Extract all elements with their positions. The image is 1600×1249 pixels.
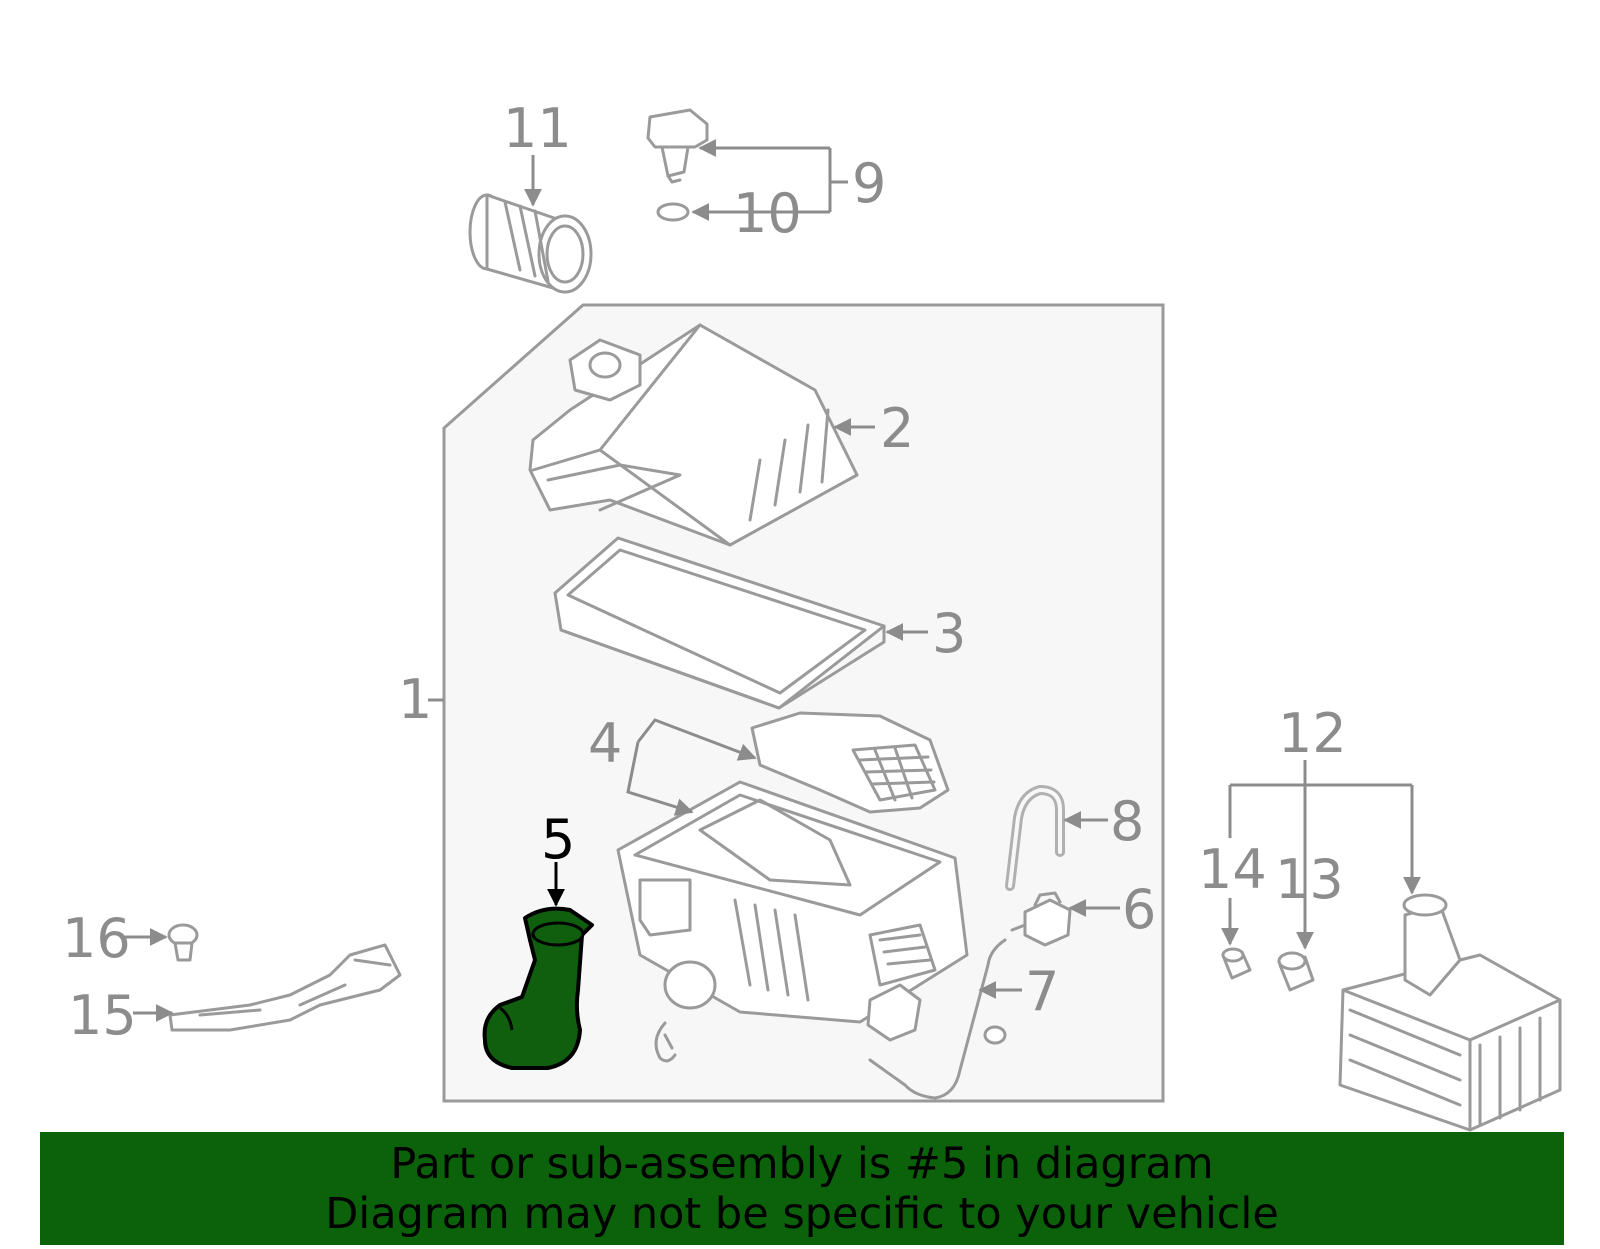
callout-12: 12 <box>1278 702 1347 765</box>
callout-5: 5 <box>541 808 575 871</box>
part-11-drawing <box>468 193 593 294</box>
part-10-drawing <box>656 202 690 222</box>
part-12-drawing <box>1338 893 1562 1132</box>
part-16-drawing <box>167 923 199 962</box>
part-3-drawing <box>553 536 886 710</box>
part-2-drawing <box>528 323 859 547</box>
callout-6: 6 <box>1122 878 1156 941</box>
clip-drawing <box>654 1021 677 1063</box>
callout-14: 14 <box>1198 838 1267 901</box>
part-9-drawing <box>646 108 709 184</box>
part-15-drawing <box>168 943 402 1032</box>
callout-9: 9 <box>852 152 886 215</box>
callout-1: 1 <box>398 668 432 731</box>
callout-7: 7 <box>1025 960 1059 1023</box>
callout-16: 16 <box>62 907 131 970</box>
callout-13: 13 <box>1275 848 1344 911</box>
callout-2: 2 <box>880 397 914 460</box>
banner-line-part: Part or sub-assembly is #5 in diagram <box>390 1138 1214 1189</box>
part-5-drawing <box>482 906 594 1070</box>
part-4-drawing <box>616 711 969 1042</box>
callout-3: 3 <box>932 602 966 665</box>
callout-8: 8 <box>1110 790 1144 853</box>
part-8-hose-inner <box>1008 788 1062 888</box>
banner-line-disclaimer: Diagram may not be specific to your vehi… <box>325 1188 1279 1239</box>
part-13-drawing <box>1277 951 1315 992</box>
part-6-drawing <box>1010 891 1072 947</box>
callout-4: 4 <box>588 712 622 775</box>
cap-drawing <box>983 1025 1007 1045</box>
part-14-drawing <box>1221 947 1252 980</box>
part-7-drawing <box>868 938 1007 1100</box>
callout-10: 10 <box>733 182 802 245</box>
callout-11: 11 <box>503 97 572 160</box>
leader-lines <box>125 139 1421 1022</box>
callout-15: 15 <box>68 984 137 1047</box>
info-banner: Part or sub-assembly is #5 in diagram Di… <box>40 1132 1564 1245</box>
